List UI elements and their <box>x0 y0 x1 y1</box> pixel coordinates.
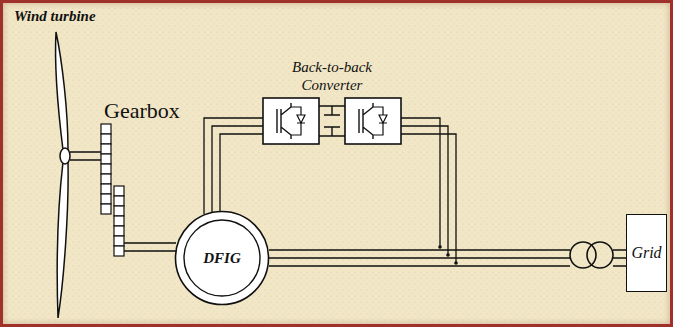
generator-circle: DFIG <box>174 210 270 306</box>
shaft <box>124 243 176 251</box>
transformer <box>587 242 613 268</box>
converter-label-text: Back-to-back Converter <box>292 59 372 93</box>
converter-label: Back-to-back Converter <box>292 58 372 94</box>
rotor-side-converter <box>263 98 319 144</box>
gearbox <box>101 124 124 256</box>
shaft <box>70 152 101 160</box>
blade <box>57 162 68 318</box>
grid-side-converter <box>345 98 401 144</box>
node-text: Grid <box>631 244 661 262</box>
node-text: DFIG <box>203 250 241 267</box>
hub <box>60 148 70 164</box>
stator-line <box>269 250 626 266</box>
turbine-label: Wind turbine <box>14 8 96 25</box>
dc-link-capacitor <box>319 106 345 136</box>
igbt-symbol <box>277 103 305 139</box>
gearbox-label-text: Gearbox <box>104 98 180 123</box>
grid-box: Grid <box>626 214 667 292</box>
blade <box>55 32 68 150</box>
turbine-label-text: Wind turbine <box>14 8 96 24</box>
texture <box>3 3 670 324</box>
rotor-wire <box>204 118 263 214</box>
gearbox-label: Gearbox <box>104 98 180 124</box>
igbt-symbol <box>359 103 387 139</box>
grid-side-wire <box>401 118 456 263</box>
transformer <box>570 242 596 268</box>
